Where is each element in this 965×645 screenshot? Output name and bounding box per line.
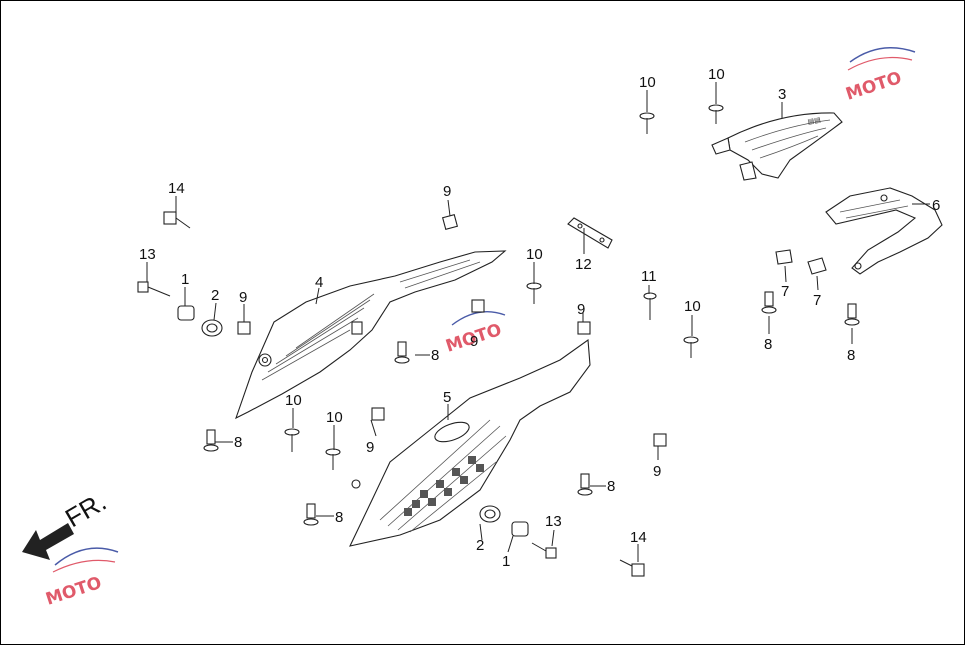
callout-7: 7 <box>781 283 789 300</box>
screw-11 <box>643 292 657 320</box>
callout-8: 8 <box>431 347 439 364</box>
collar-1 <box>177 305 529 537</box>
callout-13: 13 <box>139 246 156 263</box>
front-direction-arrow: FR. <box>22 486 111 560</box>
arrow-left-down-icon <box>22 523 74 560</box>
watermark-text: MOTO <box>843 68 904 105</box>
part-3-rear-cover: ▤▤ <box>711 112 843 181</box>
callout-9: 9 <box>239 289 247 306</box>
callout-labels: 14 13 1 2 9 4 9 10 12 11 10 10 3 6 10 9 … <box>139 66 940 570</box>
callout-10: 10 <box>639 74 656 91</box>
callout-1: 1 <box>181 271 189 288</box>
watermark-bottom-left: MOTO <box>43 547 119 610</box>
callout-8: 8 <box>234 434 242 451</box>
callout-13: 13 <box>545 513 562 530</box>
callout-6: 6 <box>932 197 940 214</box>
part-12-plate <box>567 217 613 249</box>
callout-1: 1 <box>502 553 510 570</box>
callout-8: 8 <box>607 478 615 495</box>
part-6-rear-bracket <box>825 187 943 275</box>
callout-2: 2 <box>211 287 219 304</box>
callout-4: 4 <box>315 274 323 291</box>
callout-12: 12 <box>575 256 592 273</box>
grommet-2 <box>201 319 501 523</box>
callout-9: 9 <box>577 301 585 318</box>
callout-10: 10 <box>326 409 343 426</box>
screw-8 <box>203 291 860 526</box>
bolt-14 <box>163 211 645 577</box>
callout-10: 10 <box>285 392 302 409</box>
callout-9: 9 <box>653 463 661 480</box>
screw-10 <box>284 104 724 470</box>
leader-lines <box>146 82 930 562</box>
callout-9: 9 <box>366 439 374 456</box>
callout-9: 9 <box>470 333 478 350</box>
callout-2: 2 <box>476 537 484 554</box>
callout-9: 9 <box>443 183 451 200</box>
part-5-right-side-cover <box>349 338 591 547</box>
callout-14: 14 <box>630 529 647 546</box>
svg-text:▤▤: ▤▤ <box>807 117 821 126</box>
callout-8: 8 <box>335 509 343 526</box>
callout-14: 14 <box>168 180 185 197</box>
part-4-left-side-cover <box>235 250 507 420</box>
callout-10: 10 <box>684 298 701 315</box>
callout-7: 7 <box>813 292 821 309</box>
checker-pattern <box>404 456 484 516</box>
callout-5: 5 <box>443 389 451 406</box>
callout-10: 10 <box>526 246 543 263</box>
callout-10: 10 <box>708 66 725 83</box>
bolt-13 <box>137 281 557 559</box>
rubber-pad-7 <box>775 249 827 275</box>
callout-3: 3 <box>778 86 786 103</box>
callout-11: 11 <box>641 268 657 285</box>
watermark-text: MOTO <box>43 573 104 610</box>
callout-8: 8 <box>764 336 772 353</box>
watermark-top-right: MOTO <box>843 47 916 105</box>
callout-8: 8 <box>847 347 855 364</box>
